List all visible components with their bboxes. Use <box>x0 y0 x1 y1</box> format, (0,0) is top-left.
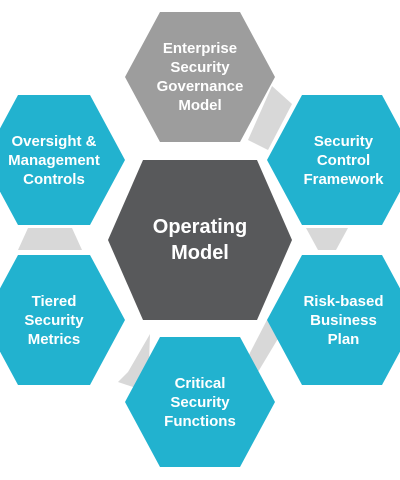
label-bottom-right: Risk-based Business Plan <box>303 292 384 348</box>
label-bottom-left: Tiered Security Metrics <box>24 292 84 348</box>
hexagon-top-right <box>267 95 400 225</box>
connector-top-topright <box>248 86 292 150</box>
connector-bottomleft-topleft <box>18 228 82 250</box>
hexagon-bottom-left <box>0 255 125 385</box>
label-top: Enterprise Security Governance Model <box>156 40 244 114</box>
hexagon-bottom-right <box>267 255 400 385</box>
hexagon-top-left <box>0 95 125 225</box>
label-top-left: Oversight & Management Controls <box>8 132 100 188</box>
connector-topright-bottomright <box>306 228 348 250</box>
label-top-right: Security Control Framework <box>303 132 384 188</box>
hexagon-top <box>125 12 275 142</box>
label-bottom: Critical Security Functions <box>164 374 236 430</box>
hexagon-bottom <box>125 337 275 467</box>
label-center: Operating Model <box>152 216 248 264</box>
hexagon-center <box>108 160 292 320</box>
